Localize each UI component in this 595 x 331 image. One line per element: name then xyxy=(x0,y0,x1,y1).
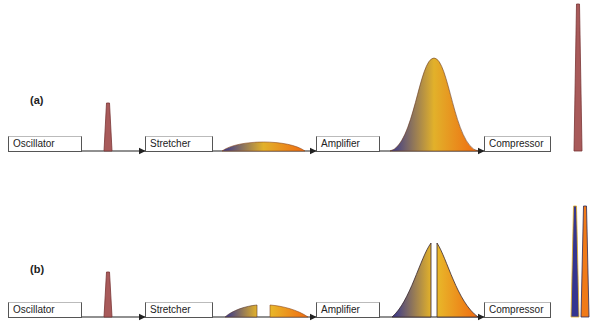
box-label: Amplifier xyxy=(317,303,379,317)
process-box: Oscillator xyxy=(8,136,82,152)
compressed-pulse-orange xyxy=(581,206,589,317)
process-box: Amplifier xyxy=(316,302,380,318)
seed-pulse xyxy=(104,103,112,151)
process-box: Compressor xyxy=(484,136,551,152)
box-label: Oscillator xyxy=(9,137,81,151)
box-label: Oscillator xyxy=(9,303,81,317)
row-label: (a) xyxy=(30,94,43,106)
process-box: Compressor xyxy=(484,302,551,318)
process-box: Stretcher xyxy=(145,302,213,318)
process-box: Stretcher xyxy=(145,136,213,152)
stretched-pulse-left xyxy=(225,305,257,317)
box-label: Amplifier xyxy=(317,137,379,151)
amplified-pulse-right xyxy=(437,243,478,317)
box-label: Stretcher xyxy=(146,303,212,317)
beam-arrow xyxy=(82,150,145,151)
compressed-pulse xyxy=(574,4,582,151)
amplified-pulse xyxy=(390,58,478,151)
box-label: Compressor xyxy=(485,303,550,317)
seed-pulse xyxy=(104,272,112,317)
row-label: (b) xyxy=(30,263,44,275)
stretched-pulse-right xyxy=(270,305,308,317)
stretched-pulse xyxy=(222,142,305,151)
compressed-pulse-blue xyxy=(571,206,579,317)
process-box: Amplifier xyxy=(316,136,380,152)
beam-arrow xyxy=(82,316,145,317)
process-box: Oscillator xyxy=(8,302,82,318)
box-label: Stretcher xyxy=(146,137,212,151)
box-label: Compressor xyxy=(485,137,550,151)
amplified-pulse-left xyxy=(392,243,431,317)
